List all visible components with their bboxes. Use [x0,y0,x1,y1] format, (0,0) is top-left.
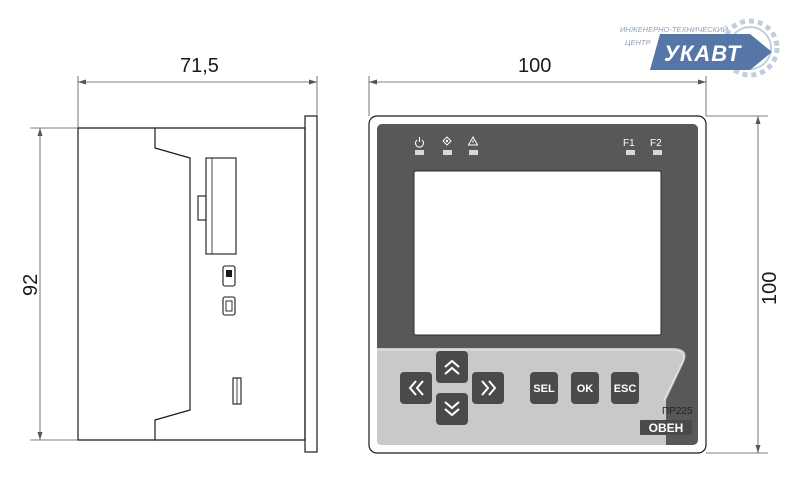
side-view [77,115,318,453]
display-screen [413,170,662,336]
double-chevron-right-icon [481,380,497,396]
side-switch-2-knob [225,300,233,312]
side-body [77,127,191,441]
sel-button[interactable]: SEL [530,372,558,404]
dimension-side-width: 71,5 [77,55,318,128]
brand-text: ОВЕН [649,421,684,435]
led-f1 [626,150,635,155]
led-warning [469,150,478,155]
down-button[interactable] [436,393,468,425]
f2-label: F2 [650,138,662,149]
esc-label: ESC [614,383,637,395]
led-f2 [653,150,662,155]
model-label: ПР225 [662,406,693,417]
front-height-label: 100 [759,272,781,305]
watermark-name: УКАВТ [664,41,742,66]
front-view: F1 F2 SEL [368,115,707,454]
up-button[interactable] [436,351,468,383]
esc-button[interactable]: ESC [611,372,639,404]
double-chevron-down-icon [444,401,460,417]
ok-button[interactable]: OK [571,372,599,404]
led-power [415,150,424,155]
front-width-label: 100 [518,55,551,77]
side-switch-1-knob [226,270,232,277]
double-chevron-left-icon [408,380,424,396]
double-chevron-up-icon [444,359,460,375]
left-button[interactable] [400,372,432,404]
warning-icon [467,135,479,146]
network-icon [442,136,452,146]
power-icon [414,137,425,148]
side-connector [205,157,237,255]
watermark-logo: ИНЖЕНЕРНО-ТЕХНИЧЕСКИЙ ЦЕНТР УКАВТ [620,18,780,78]
right-button[interactable] [472,372,504,404]
side-switch-1 [222,265,236,287]
side-switch-2 [222,296,236,316]
led-row: F1 F2 [414,135,662,155]
side-connector-latch [197,195,207,221]
sel-label: SEL [533,383,555,395]
watermark-line2: ЦЕНТР [625,38,650,47]
dimension-front-height: 100 [706,115,781,454]
watermark-line1: ИНЖЕНЕРНО-ТЕХНИЧЕСКИЙ [620,25,728,34]
side-width-label: 71,5 [180,55,219,77]
side-rear-case [155,127,306,441]
ok-label: OK [577,383,594,395]
side-height-label: 92 [20,274,42,296]
dimension-front-width: 100 [368,55,707,116]
f1-label: F1 [623,138,635,149]
led-network [443,150,452,155]
dimension-side-height: 92 [20,127,78,441]
keypad-highlight [377,349,685,401]
brand-logo: ОВЕН [640,420,692,435]
side-front-flange [304,115,318,453]
watermark-banner [650,34,772,70]
